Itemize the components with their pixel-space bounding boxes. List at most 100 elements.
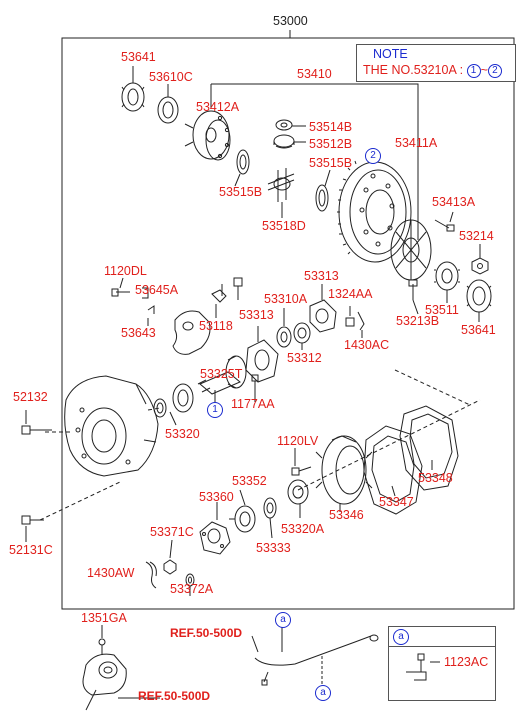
label-1177AA: 1177AA [231, 397, 275, 411]
oil-seal-53310A [276, 326, 292, 348]
split-pin-1430AW [145, 561, 157, 589]
gasket-53313-right [309, 299, 337, 333]
label-52132: 52132 [13, 390, 48, 404]
label-53313-b: 53313 [304, 269, 339, 283]
bolt-53213B [408, 279, 418, 300]
carrier-housing [64, 375, 159, 477]
label-53511: 53511 [425, 303, 459, 317]
thrust-washer-53514B [275, 119, 293, 131]
label-53515B-left: 53515B [219, 185, 263, 199]
label-53348: 53348 [418, 471, 453, 485]
nut-53371C [163, 559, 177, 575]
label-53410: 53410 [297, 67, 332, 81]
pin-1430AC [357, 311, 365, 331]
label-53333: 53333 [256, 541, 291, 555]
gasket-53313-left [245, 339, 279, 383]
label-1351GA: 1351GA [81, 611, 127, 625]
label-53413A: 53413A [432, 195, 476, 209]
bolt-52131C [21, 515, 44, 525]
label-53512B: 53512B [309, 137, 353, 151]
label-53641-top: 53641 [121, 50, 156, 64]
label-53320: 53320 [165, 427, 200, 441]
label-53313-a: 53313 [239, 308, 274, 322]
cover-plate-53348 [399, 405, 459, 491]
label-53645A: 53645A [135, 283, 179, 297]
bearing-cup-53610C [157, 96, 179, 124]
label-1430AW: 1430AW [87, 566, 135, 580]
rear-cover-53346 [315, 435, 373, 505]
bearing-53641-right [466, 279, 492, 313]
note-range-tilde: ~ [480, 63, 488, 77]
reference-link-top[interactable]: REF.50-500D [170, 626, 243, 640]
note-range-end: 2 [487, 63, 502, 78]
label-53312: 53312 [287, 351, 322, 365]
washer-53333 [263, 497, 277, 519]
breather-hose [254, 634, 379, 686]
label-53213B: 53213B [396, 314, 440, 328]
bearing-53320 [172, 383, 194, 413]
bearing-cap-53118 [172, 310, 211, 355]
drive-pinion-53325T [197, 355, 247, 395]
label-53214: 53214 [459, 229, 494, 243]
label-53360: 53360 [199, 490, 234, 504]
bolt-53118 [233, 277, 243, 300]
label-53610C: 53610C [149, 70, 193, 84]
pinion-shaft-53518D [267, 168, 295, 202]
inset-header: a [389, 627, 495, 647]
note-title: NOTE [373, 47, 408, 61]
label-53310A: 53310A [264, 292, 308, 306]
bolt-1120DL [111, 288, 130, 297]
note-separator: : [459, 63, 464, 77]
label-53641-right: 53641 [461, 323, 496, 337]
label-1120LV: 1120LV [277, 434, 319, 448]
label-53325T: 53325T [200, 367, 243, 381]
label-53352: 53352 [232, 474, 267, 488]
bracket-53118 [211, 284, 227, 303]
label-53515B-right: 53515B [309, 156, 353, 170]
label-53347: 53347 [379, 495, 414, 509]
inset-callout-a: a [393, 629, 409, 645]
label-53643: 53643 [121, 326, 156, 340]
callout-a-bottom: a [315, 685, 331, 701]
side-gear-53512B [273, 134, 295, 149]
label-53411A: 53411A [395, 136, 438, 150]
callout-circle-1: 1 [207, 402, 223, 418]
differential-case-53412A [184, 110, 231, 161]
bolt-52132 [21, 425, 52, 435]
bolt-53413A [434, 219, 455, 232]
label-53118: 53118 [199, 319, 233, 333]
side-gear-53511 [434, 261, 460, 291]
label-1120DL: 1120DL [104, 264, 147, 278]
nut-53214 [471, 257, 489, 275]
label-53518D: 53518D [262, 219, 306, 233]
label-53514B: 53514B [309, 120, 353, 134]
label-1324AA: 1324AA [328, 287, 373, 301]
label-53372A: 53372A [170, 582, 214, 596]
note-text: THE NO.53210A : 1~2 [363, 63, 502, 78]
bearing-53641-top [121, 82, 145, 112]
main-assembly-frame [61, 37, 515, 610]
label-52131C: 52131C [9, 543, 53, 557]
callout-circle-2: 2 [365, 148, 381, 164]
clip-53643 [147, 305, 155, 314]
washer-53515B-right [315, 184, 329, 212]
label-53346: 53346 [329, 508, 364, 522]
callout-a-top: a [275, 612, 291, 628]
companion-flange-53360 [199, 521, 231, 555]
mounting-bracket-1351GA [82, 638, 127, 711]
label-1430AC: 1430AC [344, 338, 390, 352]
washer-53515B-left [236, 149, 250, 175]
note-prefix: THE NO. [363, 63, 414, 77]
label-53371C: 53371C [150, 525, 194, 539]
plug-1324AA [345, 317, 355, 327]
bolt-1177AA [251, 374, 259, 393]
ring-gear-53411A [337, 160, 412, 263]
gasket-53347 [363, 425, 423, 515]
clip-53645A [142, 287, 149, 299]
oil-seal-53352 [229, 505, 256, 533]
label-1123AC: 1123AC [444, 655, 489, 669]
label-main-assembly: 53000 [273, 14, 308, 28]
reference-link-bottom[interactable]: REF.50-500D [138, 689, 211, 703]
